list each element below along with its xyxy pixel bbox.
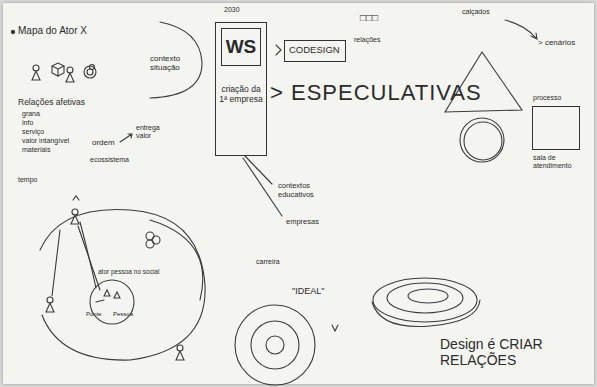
box-text: WS <box>222 36 260 58</box>
sketch-box: criação da 1ª empresa WS <box>215 22 267 156</box>
sketch-label: valor intangível <box>22 137 69 145</box>
sketch-label: > cenários <box>538 38 575 47</box>
sketch-label: "IDEAL" <box>292 286 324 296</box>
sketch-box: WS <box>221 28 261 66</box>
sketch-label: entrega valor <box>136 124 170 140</box>
sketch-label: empresas <box>286 218 319 227</box>
box-text: processo <box>533 94 561 102</box>
sketch-label: serviço <box>22 128 44 136</box>
sketch-box: processosala de atendimento <box>532 106 580 150</box>
sketch-label: contextos educativos <box>278 182 332 199</box>
sketch-label: Relações afetivas <box>18 98 85 108</box>
sketch-label: Mapa do Ator X <box>18 25 87 37</box>
sketch-label: relações <box>354 36 380 44</box>
sketch-label: Design é CRIAR RELAÇÕES <box>440 336 560 368</box>
sketch-label: info <box>22 119 33 127</box>
sketch-label: ordem <box>92 138 115 147</box>
sketch-label: Ponte <box>86 311 102 318</box>
sketch-label: ator pessoa no social <box>98 268 159 275</box>
box-text: sala de atendimento <box>533 154 589 170</box>
box-text: criação da 1ª empresa <box>219 85 263 105</box>
sketch-label: Pessoa <box>113 311 133 318</box>
sketch-label: grana <box>22 110 40 118</box>
sketch-label: 2030 <box>224 6 240 14</box>
box-text: CODESIGN <box>285 41 345 60</box>
sketch-label: □□□ <box>360 12 378 24</box>
sketch-box: CODESIGN <box>284 40 346 62</box>
sketch-label: carreira <box>256 258 280 266</box>
sketch-label: > ESPECULATIVAS <box>270 80 482 105</box>
sketch-label: ecossistema <box>90 156 129 164</box>
sketch-label: contexto situação <box>150 54 192 72</box>
sketch-label: materiais <box>22 146 50 154</box>
sketch-label: calçados <box>462 8 490 16</box>
sketch-label: tempo <box>18 176 37 184</box>
